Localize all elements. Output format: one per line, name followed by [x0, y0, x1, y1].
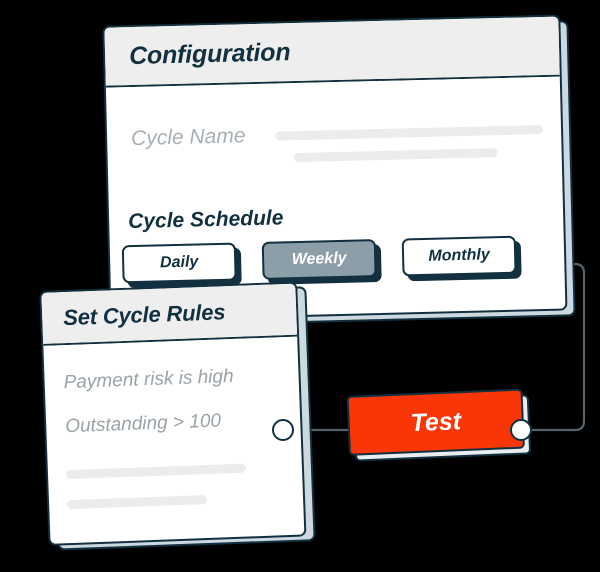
input-port-icon[interactable] [272, 419, 294, 441]
cycle-name-label: Cycle Name [130, 124, 246, 151]
rules-card-body: Set Cycle Rules Payment risk is high Out… [39, 281, 307, 546]
rule-item-payment-risk[interactable]: Payment risk is high [63, 365, 234, 394]
test-button[interactable]: Test [346, 388, 525, 456]
rule-item-outstanding[interactable]: Outstanding > 100 [64, 410, 222, 438]
page-title: Configuration [128, 37, 291, 70]
rules-card-header: Set Cycle Rules [41, 283, 298, 346]
cycle-name-field-row[interactable]: Cycle Name [131, 117, 544, 151]
rules-card-title: Set Cycle Rules [62, 298, 226, 330]
configuration-card-body: Configuration Cycle Name Cycle Schedule … [102, 14, 568, 322]
output-port-icon[interactable] [510, 419, 532, 441]
daily-button-face[interactable]: Daily [121, 242, 237, 284]
cycle-name-secondary-placeholder[interactable] [293, 148, 498, 163]
configuration-card-header: Configuration [104, 16, 560, 88]
test-node[interactable]: Test [346, 388, 536, 468]
rule-placeholder-bar-2[interactable] [66, 495, 208, 510]
rule-placeholder-bar-1[interactable] [65, 463, 247, 480]
test-button-label: Test [409, 406, 462, 437]
configuration-card[interactable]: Configuration Cycle Name Cycle Schedule … [102, 14, 576, 328]
weekly-button-face[interactable]: Weekly [261, 239, 377, 280]
cycle-name-input-placeholder[interactable] [275, 124, 544, 141]
set-cycle-rules-card[interactable]: Set Cycle Rules Payment risk is high Out… [39, 281, 318, 553]
cycle-schedule-label: Cycle Schedule [127, 206, 284, 234]
wire-test-to-config [520, 262, 586, 432]
monthly-button-face[interactable]: Monthly [401, 235, 517, 277]
